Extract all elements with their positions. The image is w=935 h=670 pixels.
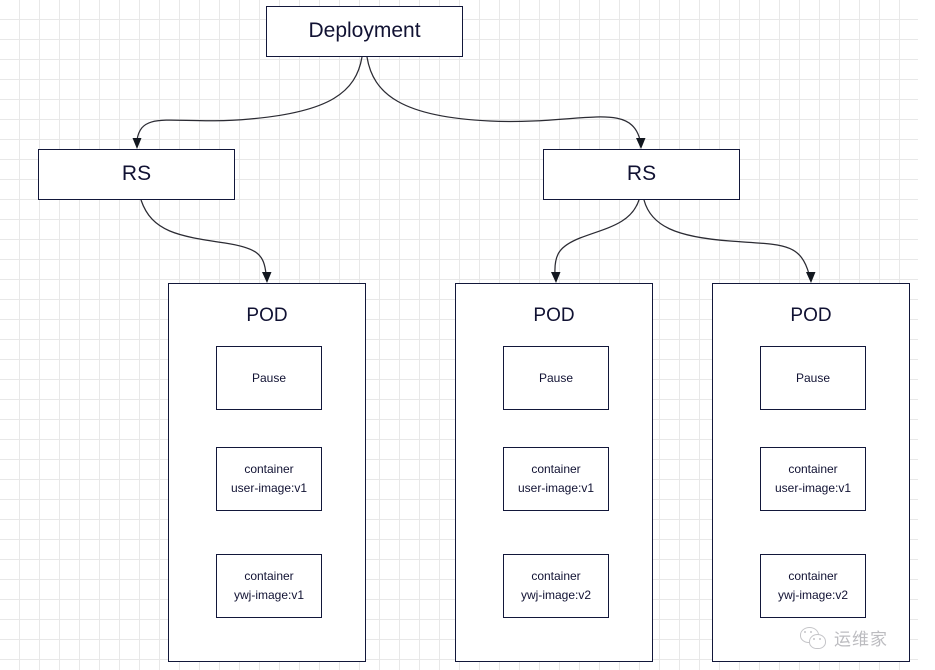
pause-label: Pause [251, 370, 287, 385]
container-kind-label: container [244, 569, 294, 584]
container-image-label: user-image:v1 [517, 481, 595, 495]
container-kind-label: container [531, 569, 581, 584]
wechat-icon [800, 626, 826, 649]
watermark: 运维家 [800, 625, 888, 650]
pod-title: POD [790, 305, 832, 326]
edge-deployment-to-rs-left [132, 56, 363, 149]
edge-rs-left-to-pod-1 [140, 199, 272, 283]
pod-title: POD [246, 305, 288, 326]
right-margin [918, 0, 935, 670]
pod-node-1[interactable]: POD Pause container user-image:v1 contai… [168, 283, 366, 662]
container-kind-label: container [788, 569, 838, 584]
container-kind-label: container [531, 462, 581, 477]
deployment-label: Deployment [308, 19, 421, 43]
replicaset-label: RS [626, 162, 657, 186]
pause-label: Pause [795, 370, 831, 385]
replicaset-label: RS [121, 162, 152, 186]
container-kind-label: container [788, 462, 838, 477]
replicaset-node-1[interactable]: RS [38, 149, 235, 200]
container-image-label: ywj-image:v2 [777, 588, 849, 602]
edge-rs-right-to-pod-3 [643, 199, 816, 283]
pod-node-2[interactable]: POD Pause container user-image:v1 contai… [455, 283, 653, 662]
container-image-label: ywj-image:v2 [520, 588, 592, 602]
pod-node-3[interactable]: POD Pause container user-image:v1 contai… [712, 283, 910, 662]
pause-container-box[interactable]: Pause [760, 346, 866, 410]
app-container-box-1[interactable]: container user-image:v1 [760, 447, 866, 511]
container-image-label: ywj-image:v1 [233, 588, 305, 602]
pod-title: POD [533, 305, 575, 326]
edge-deployment-to-rs-right [366, 56, 646, 149]
container-image-label: user-image:v1 [230, 481, 308, 495]
app-container-box-1[interactable]: container user-image:v1 [216, 447, 322, 511]
watermark-text: 运维家 [834, 630, 888, 650]
app-container-box-1[interactable]: container user-image:v1 [503, 447, 609, 511]
replicaset-node-2[interactable]: RS [543, 149, 740, 200]
app-container-box-2[interactable]: container ywj-image:v2 [760, 554, 866, 618]
pause-label: Pause [538, 370, 574, 385]
app-container-box-2[interactable]: container ywj-image:v2 [503, 554, 609, 618]
container-image-label: user-image:v1 [774, 481, 852, 495]
pause-container-box[interactable]: Pause [216, 346, 322, 410]
deployment-node[interactable]: Deployment [266, 6, 463, 57]
app-container-box-2[interactable]: container ywj-image:v1 [216, 554, 322, 618]
container-kind-label: container [244, 462, 294, 477]
edge-rs-right-to-pod-2 [551, 199, 640, 283]
pause-container-box[interactable]: Pause [503, 346, 609, 410]
